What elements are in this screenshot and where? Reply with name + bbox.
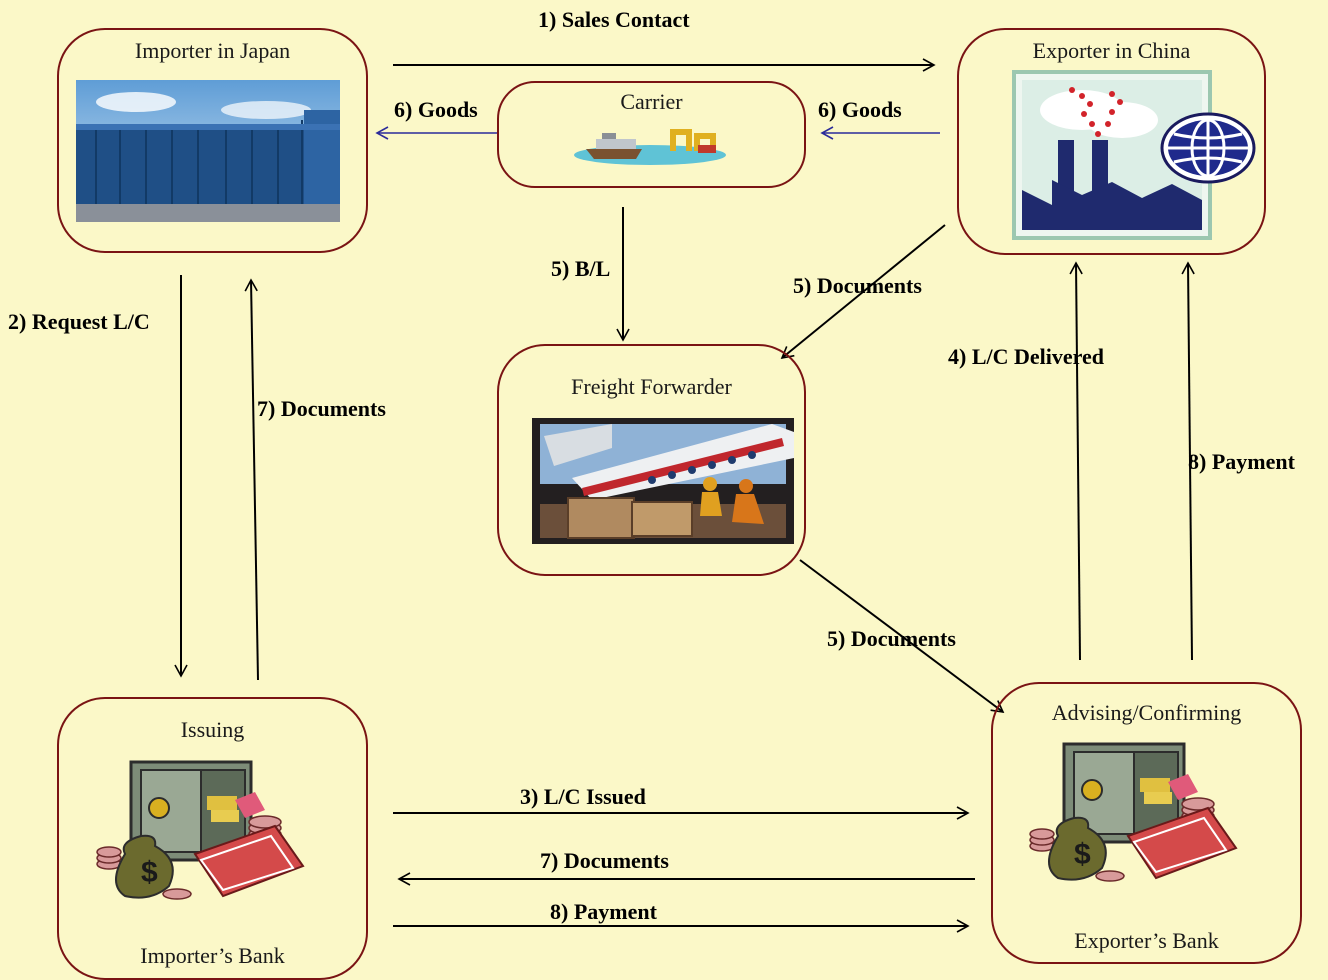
label-request-lc: 2) Request L/C <box>8 309 150 334</box>
issuing-bank-title: Issuing <box>180 717 245 742</box>
label-documents-to-importer: 7) Documents <box>257 396 386 421</box>
arrow-documents-exporter-to-forwarder <box>780 224 946 360</box>
label-lc-delivered: 4) L/C Delivered <box>948 344 1105 369</box>
arrow-lc-delivered <box>1069 261 1083 661</box>
shipping-containers-picture <box>76 80 340 222</box>
advising-bank-title: Advising/Confirming <box>1051 700 1242 725</box>
label-documents-exporter: 5) Documents <box>793 273 922 298</box>
label-payment-exporter: 8) Payment <box>1188 449 1295 474</box>
forwarder-title: Freight Forwarder <box>571 374 732 399</box>
bank-safe-money-picture: $ <box>96 760 305 900</box>
issuing-bank-subtitle: Importer’s Bank <box>140 943 285 968</box>
carrier-node: Carrier <box>497 81 806 188</box>
advising-bank-node: Advising/Confirming Exporter’s Bank <box>991 682 1302 964</box>
label-goods-to-carrier: 6) Goods <box>818 97 902 122</box>
advising-bank-subtitle: Exporter’s Bank <box>1074 928 1219 953</box>
cargo-plane-loading-picture <box>532 418 794 544</box>
exporter-title: Exporter in China <box>1032 38 1191 63</box>
forwarder-node: Freight Forwarder <box>497 344 806 576</box>
svg-text:$: $ <box>141 856 158 889</box>
arrow-documents-issuing-to-importer <box>244 278 259 681</box>
label-documents-forwarder: 5) Documents <box>827 626 956 651</box>
label-documents-banks: 7) Documents <box>540 848 669 873</box>
svg-text:$: $ <box>1074 838 1091 871</box>
cargo-ship-picture <box>574 129 726 165</box>
label-payment-banks: 8) Payment <box>550 899 657 924</box>
importer-node: Importer in Japan <box>57 28 368 253</box>
arrow-payment-to-exporter <box>1181 261 1195 661</box>
exporter-node: Exporter in China <box>957 28 1266 255</box>
arrow-documents-forwarder-to-advising <box>799 559 1005 714</box>
issuing-bank-node: Issuing Importer’s Bank <box>57 697 368 980</box>
label-goods-to-importer: 6) Goods <box>394 97 478 122</box>
label-lc-issued: 3) L/C Issued <box>520 784 646 809</box>
label-sales-contact: 1) Sales Contact <box>538 7 690 32</box>
bank-safe-money-picture: $ <box>1029 742 1238 882</box>
importer-title: Importer in Japan <box>134 38 291 63</box>
label-bl: 5) B/L <box>551 256 611 281</box>
factory-globe-picture <box>1012 70 1256 240</box>
carrier-title: Carrier <box>620 89 683 114</box>
